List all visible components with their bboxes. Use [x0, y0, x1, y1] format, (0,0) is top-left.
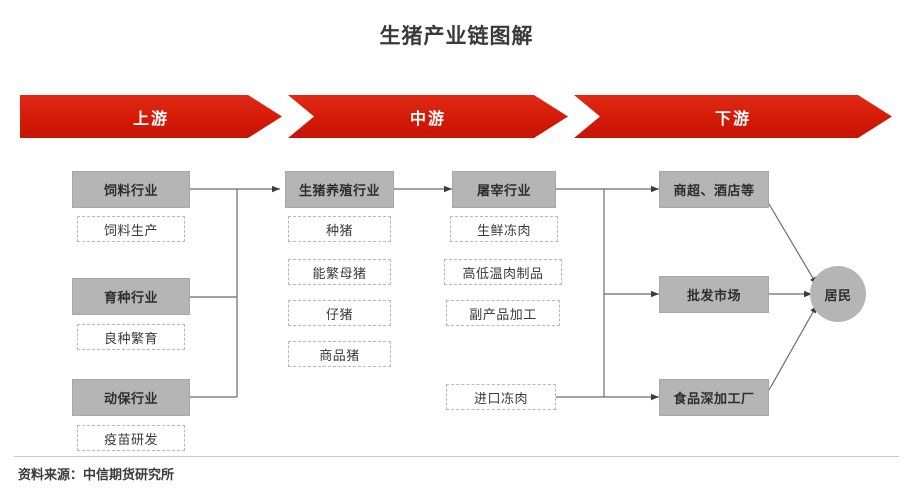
- node-food-processing-plant-label: 食品深加工厂: [673, 391, 755, 406]
- page-title: 生猪产业链图解: [379, 25, 534, 48]
- node-consumer-label: 居民: [824, 287, 852, 303]
- stage-banner-downstream: 下游: [574, 95, 892, 138]
- stage-banner-upstream: 上游: [20, 95, 282, 138]
- node-temperature-meat-products[interactable]: 高低温肉制品: [444, 259, 562, 285]
- stage-banner-midstream: 中游: [288, 95, 568, 138]
- node-feed-production-label: 饲料生产: [103, 222, 158, 238]
- node-temperature-meat-products-label: 高低温肉制品: [462, 265, 544, 281]
- node-byproduct-processing-label: 副产品加工: [469, 306, 537, 322]
- node-commercial-pig[interactable]: 商品猪: [288, 341, 391, 367]
- node-retail-hotel[interactable]: 商超、酒店等: [659, 171, 769, 208]
- node-breeding-pig-label: 种猪: [325, 222, 353, 238]
- node-slaughter-industry[interactable]: 屠宰行业: [452, 171, 556, 208]
- node-sow[interactable]: 能繁母猪: [288, 259, 391, 285]
- stage-banner-upstream-label: 上游: [132, 110, 169, 128]
- arrow-retail-to-consumer: [768, 203, 818, 286]
- arrow-processing-to-consumer: [768, 304, 818, 391]
- node-imported-frozen-meat-label: 进口冻肉: [473, 390, 528, 406]
- node-breeding-pig[interactable]: 种猪: [288, 216, 391, 242]
- node-breeding-industry[interactable]: 育种行业: [72, 278, 190, 315]
- node-piglet-label: 仔猪: [325, 306, 353, 322]
- stage-banner-downstream-label: 下游: [714, 110, 751, 128]
- node-breeding-industry-label: 育种行业: [103, 290, 158, 305]
- node-animal-health-industry[interactable]: 动保行业: [72, 379, 190, 416]
- node-vaccine-rnd[interactable]: 疫苗研发: [77, 425, 185, 451]
- source-note: 资料来源：中信期货研究所: [18, 467, 175, 482]
- node-hog-farming-industry[interactable]: 生猪养殖行业: [285, 171, 394, 208]
- node-imported-frozen-meat[interactable]: 进口冻肉: [446, 384, 556, 410]
- node-animal-health-industry-label: 动保行业: [103, 391, 158, 406]
- node-quality-breeding[interactable]: 良种繁育: [77, 324, 185, 350]
- node-wholesale-market[interactable]: 批发市场: [659, 276, 769, 313]
- node-sow-label: 能繁母猪: [312, 265, 367, 281]
- node-consumer[interactable]: 居民: [810, 266, 866, 322]
- node-feed-industry[interactable]: 饲料行业: [72, 171, 190, 208]
- node-feed-production[interactable]: 饲料生产: [77, 216, 185, 242]
- node-byproduct-processing[interactable]: 副产品加工: [446, 300, 560, 326]
- node-piglet[interactable]: 仔猪: [288, 300, 391, 326]
- node-commercial-pig-label: 商品猪: [319, 347, 360, 363]
- node-quality-breeding-label: 良种繁育: [103, 330, 158, 346]
- node-fresh-frozen-meat[interactable]: 生鲜冻肉: [450, 216, 558, 242]
- footer-divider: [14, 456, 899, 457]
- node-vaccine-rnd-label: 疫苗研发: [103, 431, 158, 447]
- stage-banner-midstream-label: 中游: [409, 110, 446, 128]
- node-hog-farming-industry-label: 生猪养殖行业: [298, 183, 380, 198]
- node-feed-industry-label: 饲料行业: [103, 183, 158, 198]
- node-food-processing-plant[interactable]: 食品深加工厂: [659, 379, 769, 416]
- node-wholesale-market-label: 批发市场: [686, 288, 741, 303]
- node-fresh-frozen-meat-label: 生鲜冻肉: [476, 222, 531, 238]
- node-retail-hotel-label: 商超、酒店等: [673, 183, 755, 198]
- node-slaughter-industry-label: 屠宰行业: [476, 183, 531, 198]
